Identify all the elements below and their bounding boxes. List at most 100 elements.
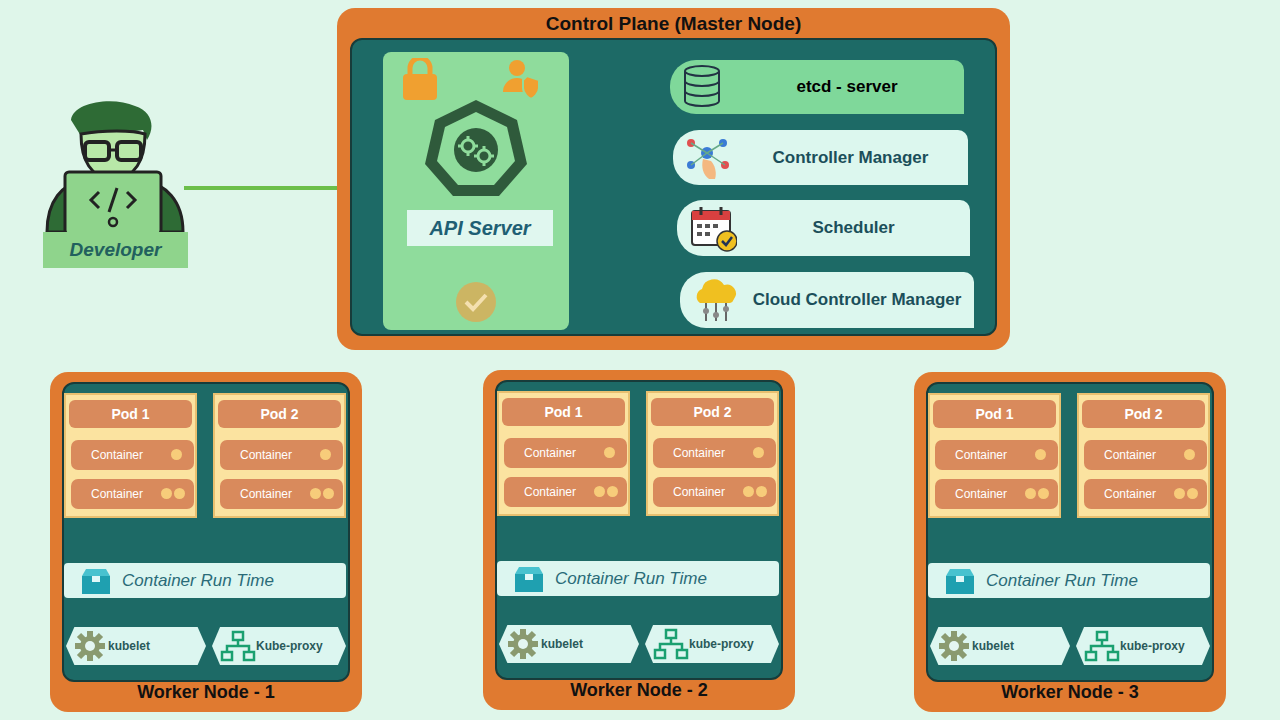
cont-node: Container <box>504 477 627 507</box>
kl-node: kubelet <box>499 625 639 663</box>
check-icon-svg <box>452 278 500 326</box>
cont-node: Container <box>1084 440 1207 470</box>
dev-node: Developer <box>43 100 188 268</box>
network-icon-svg <box>1084 630 1120 662</box>
container-dot <box>1025 488 1036 499</box>
node-label: kubelet <box>972 639 1014 653</box>
container-box-icon-svg <box>944 566 976 596</box>
user-shield-icon <box>501 58 543 102</box>
api-node: API Server <box>383 52 569 330</box>
node-label: Container <box>955 487 1007 501</box>
crt-node: Container Run Time <box>928 563 1210 598</box>
node-label: kube-proxy <box>1120 639 1185 653</box>
container-dot <box>743 486 754 497</box>
cont-node: Container <box>1084 479 1207 509</box>
network-icon <box>220 630 256 662</box>
container-dot <box>174 488 185 499</box>
worker-node: Worker Node - 3Pod 1ContainerContainerPo… <box>914 372 1226 712</box>
network-icon <box>653 628 689 660</box>
node-label: Container <box>673 485 725 499</box>
node-label: Pod 2 <box>1124 406 1162 422</box>
container-dot <box>607 486 618 497</box>
pod-header: Pod 1 <box>502 398 625 426</box>
container-box-icon <box>80 566 112 596</box>
item-node: etcd - server <box>670 60 964 114</box>
panel-title-text: Worker Node - 1 <box>137 682 275 703</box>
node-label: Container <box>1104 487 1156 501</box>
node-label: Container <box>1104 448 1156 462</box>
gear-icon <box>74 630 110 662</box>
cont-node: Container <box>220 479 343 509</box>
container-box-icon-svg <box>513 564 545 594</box>
node-label: Scheduler <box>812 218 894 238</box>
cont-node: Container <box>653 477 776 507</box>
panel-title-text: Worker Node - 2 <box>570 680 708 701</box>
network-icon-svg <box>220 630 256 662</box>
node-label: Container <box>91 448 143 462</box>
node-label: kubelet <box>108 639 150 653</box>
cont-node: Container <box>935 479 1058 509</box>
panel-title-text: Control Plane (Master Node) <box>546 13 801 35</box>
panel-title: Worker Node - 3 <box>914 682 1226 703</box>
container-dot <box>310 488 321 499</box>
item-node: Controller Manager <box>673 130 968 185</box>
pod-header: Pod 2 <box>651 398 774 426</box>
container-dot <box>323 488 334 499</box>
node-label: Controller Manager <box>773 148 929 168</box>
panel-title: Worker Node - 2 <box>483 680 795 701</box>
node-label: Pod 1 <box>544 404 582 420</box>
cont-node: Container <box>220 440 343 470</box>
pod-header: Pod 2 <box>218 400 341 428</box>
container-dot <box>604 447 615 458</box>
node-label: Container <box>673 446 725 460</box>
kl-node: kubelet <box>930 627 1070 665</box>
node-label: Kube-proxy <box>256 639 323 653</box>
node-label: Pod 1 <box>975 406 1013 422</box>
container-dot <box>320 449 331 460</box>
node-label: Container <box>240 448 292 462</box>
container-dot <box>161 488 172 499</box>
node-label: API Server <box>429 217 530 240</box>
kp-node: Kube-proxy <box>212 627 346 665</box>
container-dot <box>1184 449 1195 460</box>
kubernetes-logo <box>423 98 529 198</box>
container-box-icon <box>944 566 976 596</box>
cont-node: Container <box>935 440 1058 470</box>
node-label: Container Run Time <box>986 571 1138 591</box>
db-icon <box>682 64 730 112</box>
pod-node: Pod 1ContainerContainer <box>64 393 197 518</box>
kl-node: kubelet <box>66 627 206 665</box>
node-label: Container <box>955 448 1007 462</box>
node-label: etcd - server <box>796 77 897 97</box>
kubernetes-logo-svg <box>423 98 529 198</box>
kp-node: kube-proxy <box>645 625 779 663</box>
panel-title: Control Plane (Master Node) <box>337 13 1010 35</box>
developer-figure <box>43 100 188 234</box>
cloud-icon <box>692 277 740 325</box>
lock-icon-svg <box>399 58 441 102</box>
kp-node: kube-proxy <box>1076 627 1210 665</box>
user-shield-icon-svg <box>501 58 543 102</box>
node-label: kubelet <box>541 637 583 651</box>
container-dot <box>594 486 605 497</box>
network-icon <box>1084 630 1120 662</box>
network-icon-svg <box>653 628 689 660</box>
panel-title: Worker Node - 1 <box>50 682 362 703</box>
pod-node: Pod 2ContainerContainer <box>1077 393 1210 518</box>
developer-label-box: Developer <box>43 232 188 268</box>
net-icon-svg <box>685 135 733 183</box>
container-dot <box>171 449 182 460</box>
lock-icon <box>399 58 441 102</box>
container-dot <box>756 486 767 497</box>
container-dot <box>1038 488 1049 499</box>
cal-icon <box>689 205 737 253</box>
pod-node: Pod 1ContainerContainer <box>497 391 630 516</box>
item-node: Scheduler <box>677 200 970 256</box>
container-box-icon <box>513 564 545 594</box>
node-label: Developer <box>70 239 162 261</box>
pod-header: Pod 1 <box>933 400 1056 428</box>
node-label: Container <box>524 485 576 499</box>
node-label: Container <box>524 446 576 460</box>
node-label: Pod 2 <box>693 404 731 420</box>
node-label: Container <box>91 487 143 501</box>
